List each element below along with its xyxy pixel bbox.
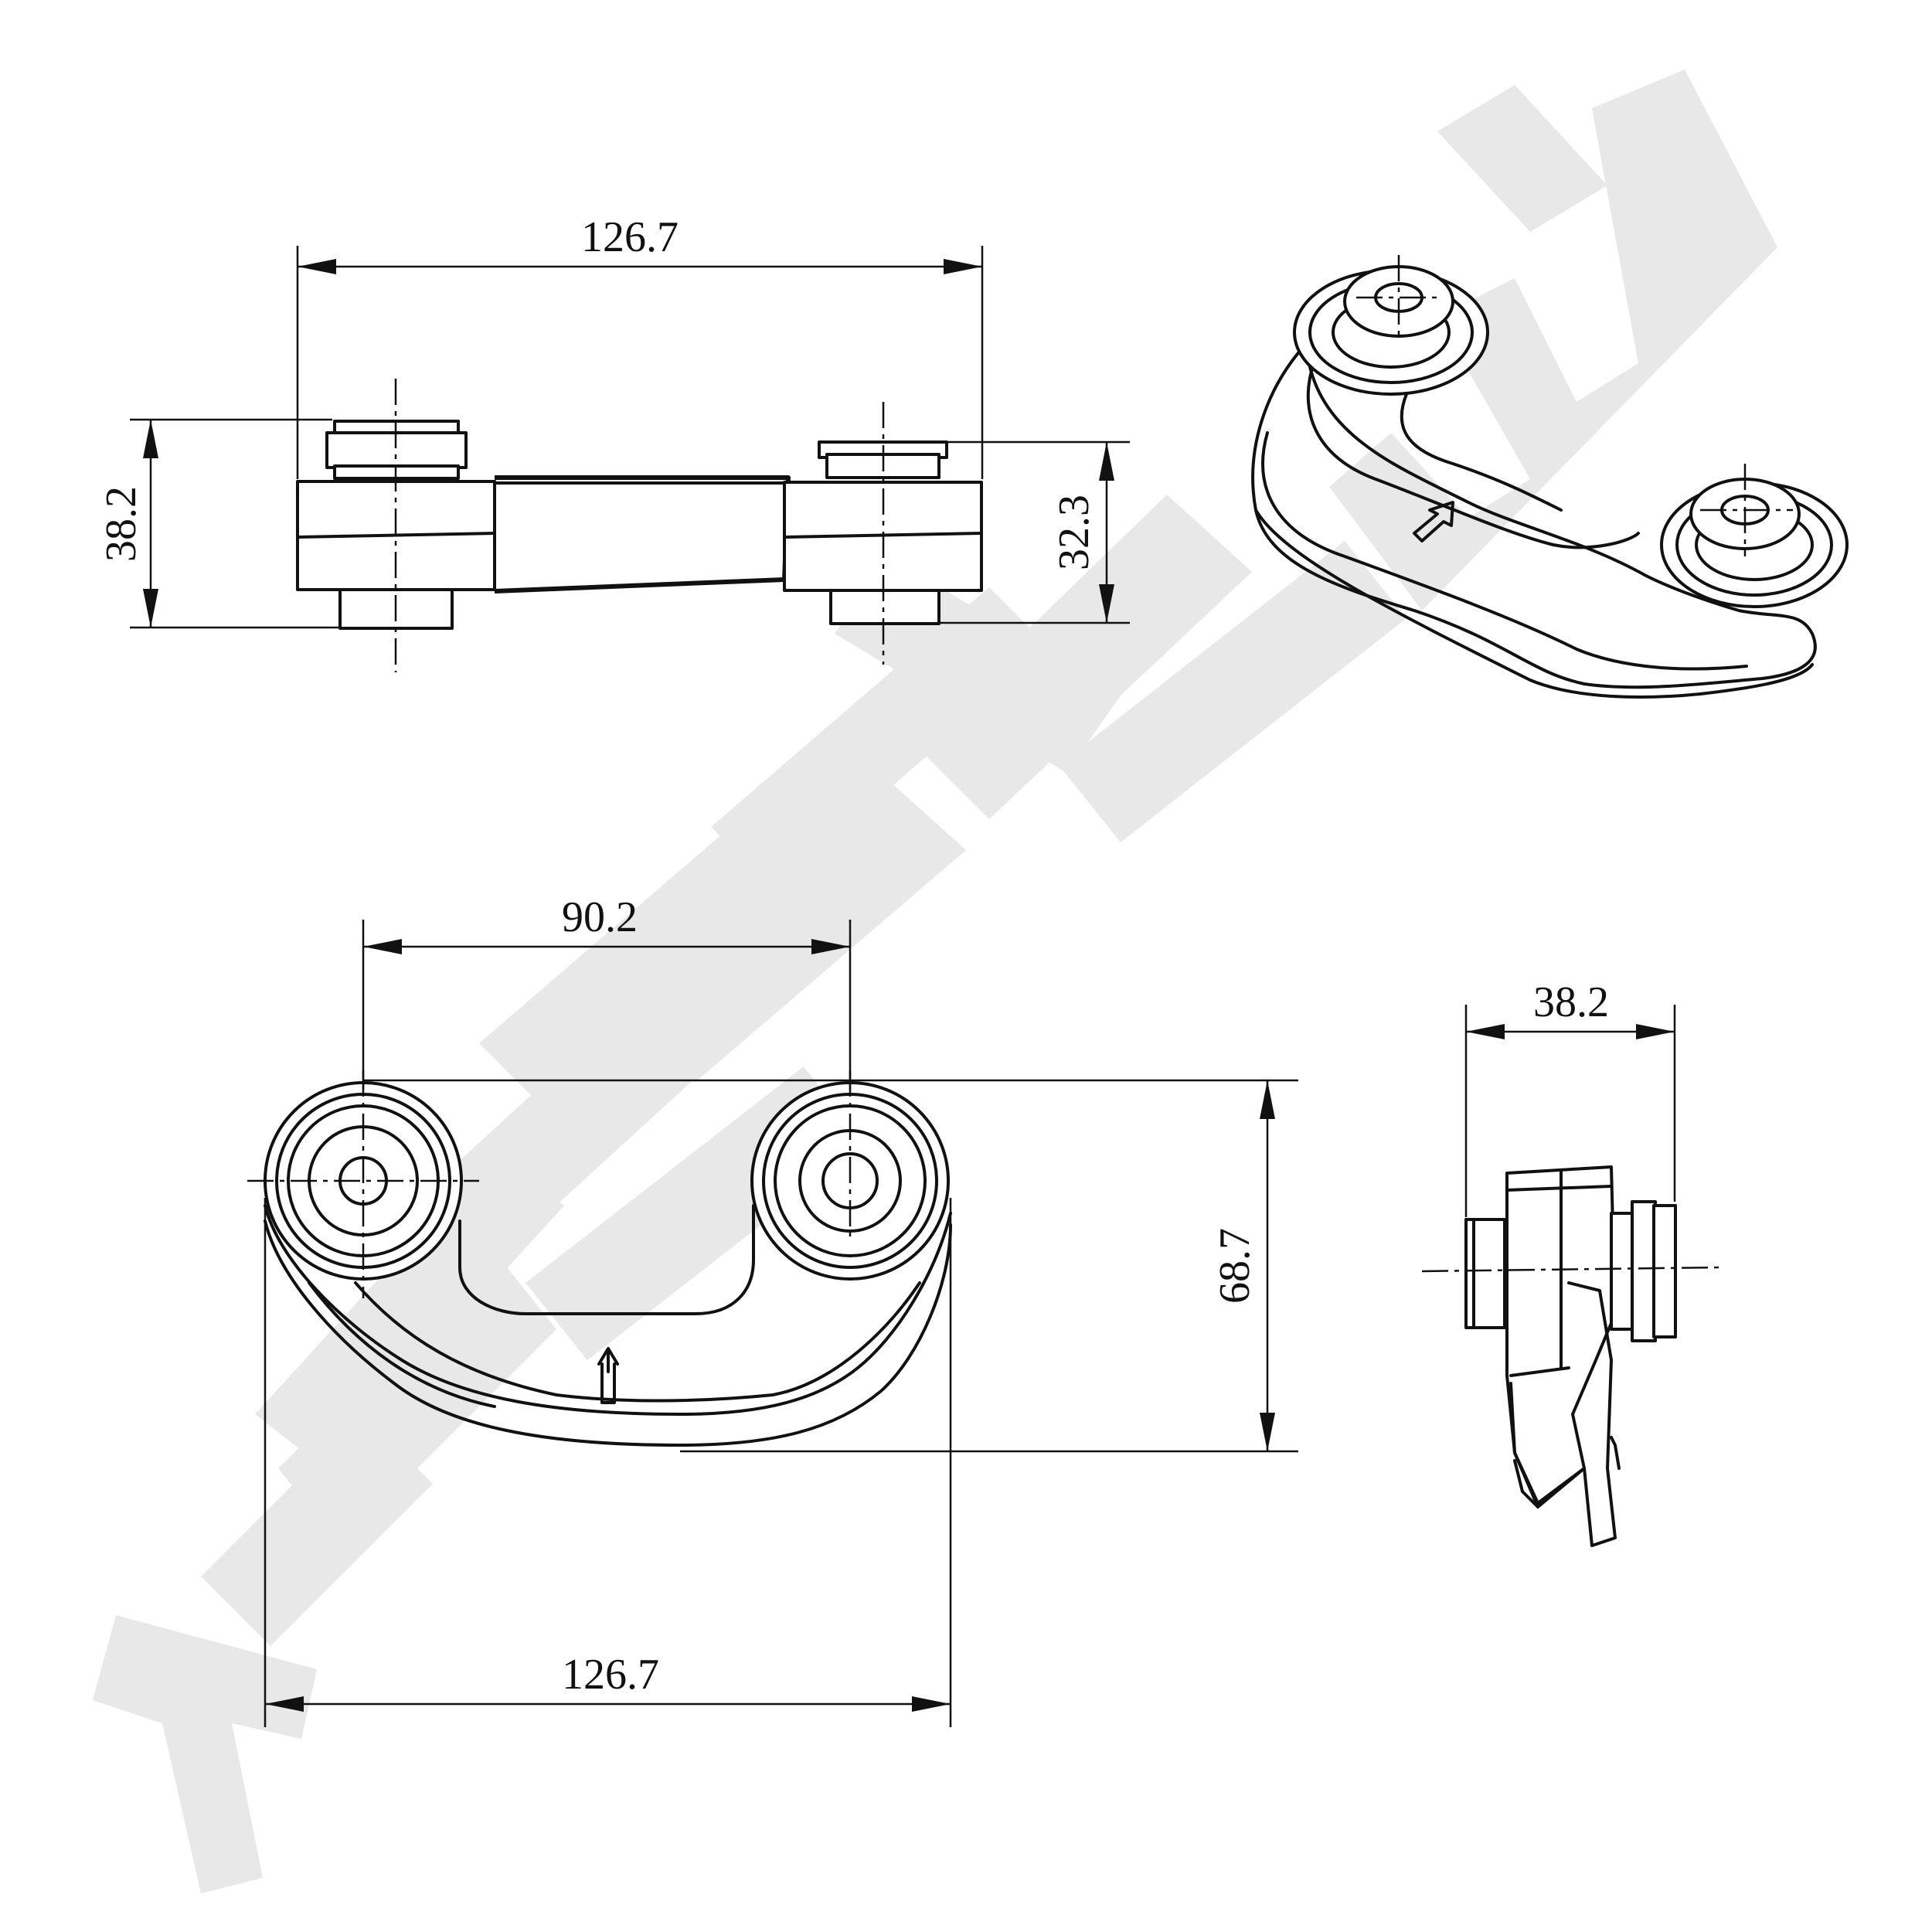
top-view: 90.2 126.7 68.7 bbox=[247, 893, 1298, 1727]
iso-direction-arrow-icon bbox=[1413, 501, 1454, 543]
watermark-logo bbox=[93, 70, 1777, 1893]
dim-top-center-distance-label: 90.2 bbox=[562, 893, 638, 941]
dim-side-right-height: 32.3 bbox=[939, 440, 1130, 624]
dim-side-length: 126.7 bbox=[296, 213, 984, 479]
dim-side-height: 38.2 bbox=[97, 418, 340, 629]
top-direction-arrow-icon bbox=[597, 1347, 619, 1404]
end-view: 38.2 bbox=[1421, 978, 1720, 1547]
dim-top-center-distance: 90.2 bbox=[362, 893, 852, 1090]
dim-side-length-label: 126.7 bbox=[581, 213, 679, 261]
dim-end-height: 38.2 bbox=[1464, 978, 1676, 1217]
dim-top-length: 126.7 bbox=[264, 1198, 952, 1727]
side-view: 126.7 38.2 32.3 bbox=[97, 213, 1130, 672]
side-view-body bbox=[296, 420, 983, 630]
dim-side-height-label: 38.2 bbox=[97, 486, 145, 562]
dim-top-length-label: 126.7 bbox=[562, 1651, 659, 1699]
dim-side-right-height-label: 32.3 bbox=[1050, 495, 1098, 570]
isometric-view bbox=[1251, 255, 1849, 699]
dim-top-width: 68.7 bbox=[363, 1079, 1298, 1453]
dim-top-width-label: 68.7 bbox=[1211, 1228, 1259, 1304]
dim-end-height-label: 38.2 bbox=[1533, 978, 1609, 1026]
